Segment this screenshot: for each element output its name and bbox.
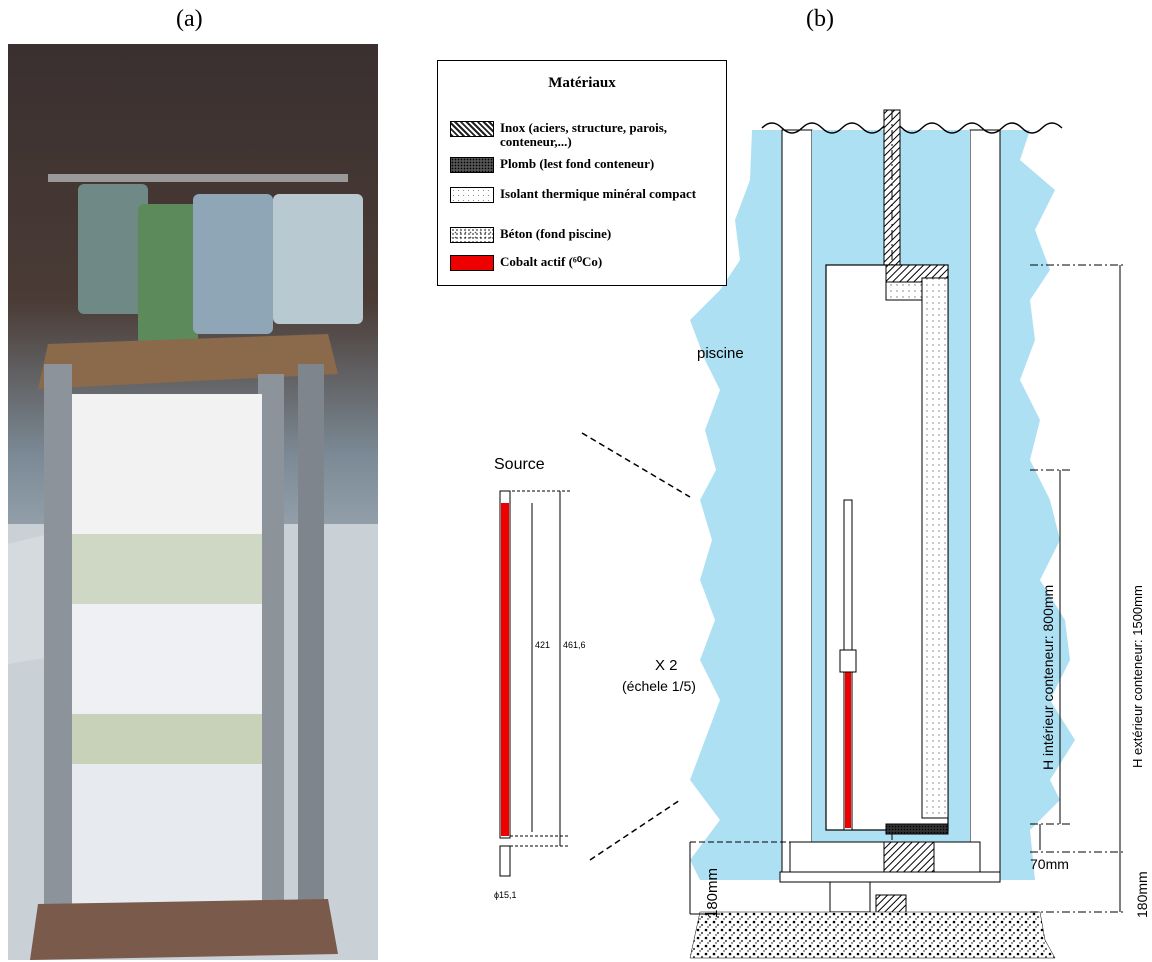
- panel-label-b: (b): [806, 6, 834, 32]
- dim-421-label: 421: [535, 640, 551, 650]
- legend-label: Béton (fond piscine): [500, 226, 612, 241]
- materials-legend: Matériaux Inox (aciers, structure, paroi…: [437, 60, 727, 286]
- legend-label: Isolant thermique minéral compact: [500, 186, 697, 201]
- source-label: Source: [494, 456, 545, 473]
- legend-title: Matériaux: [548, 75, 616, 91]
- concrete-floor: [689, 911, 1056, 959]
- plomb-swatch: [450, 157, 494, 173]
- panel-label-a: (a): [176, 6, 203, 32]
- legend-item-inox: Inox (aciers, structure, parois, contene…: [446, 121, 722, 161]
- legend-item-cobalt: Cobalt actif (⁶⁰Co): [446, 255, 722, 295]
- dim-70-label: 70mm: [1030, 856, 1069, 872]
- legend-item-isolant: Isolant thermique minéral compact: [446, 187, 722, 227]
- dim-180-right-label: 180mm: [1134, 871, 1150, 918]
- legend-item-plomb: Plomb (lest fond conteneur): [446, 157, 722, 197]
- isolant-swatch: [450, 187, 494, 203]
- scale-x-label: X 2: [655, 657, 678, 674]
- h-interieur-label: H intérieur conteneur: 800mm: [1040, 584, 1056, 770]
- dim-180-left-label: 180mm: [704, 867, 721, 918]
- cobalt-swatch: [450, 255, 494, 271]
- legend-item-beton: Béton (fond piscine): [446, 227, 722, 267]
- sample-rack-photo: [8, 44, 378, 960]
- legend-label: Cobalt actif (⁶⁰Co): [500, 254, 603, 269]
- dim-461-label: 461,6: [563, 640, 586, 650]
- h-exterieur-label: H extérieur conteneur: 1500mm: [1130, 585, 1145, 768]
- legend-label: Plomb (lest fond conteneur): [500, 156, 655, 171]
- scale-note-label: (échele 1/5): [622, 678, 696, 694]
- dim-phi-label: ϕ15,1: [494, 890, 517, 900]
- beton-swatch: [450, 227, 494, 243]
- inox-swatch: [450, 121, 494, 137]
- piscine-label: piscine: [697, 345, 744, 362]
- legend-label: Inox (aciers, structure, parois, contene…: [500, 120, 668, 149]
